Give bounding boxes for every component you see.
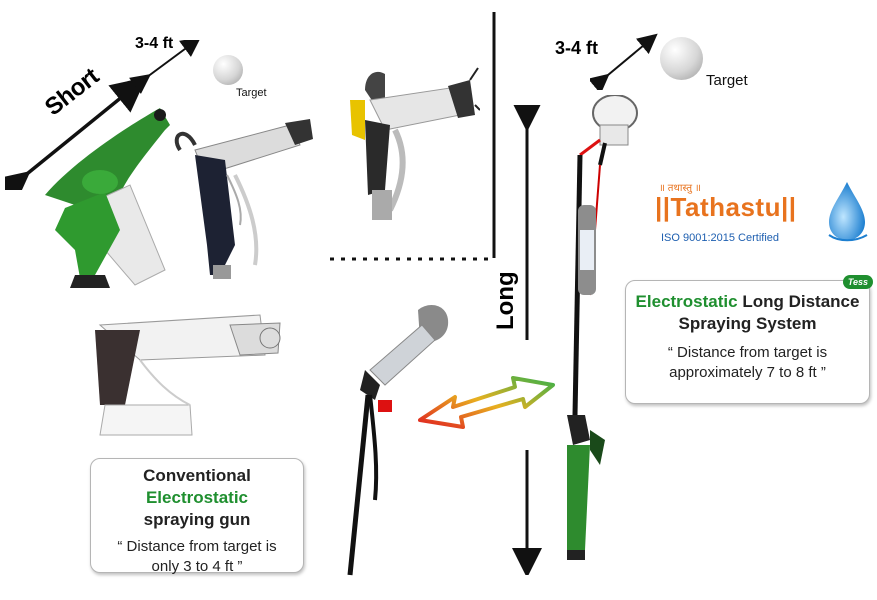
conventional-spray-gun-image (174, 119, 313, 279)
green-handheld-sprayer-image (45, 108, 170, 288)
logo-iso-text: ISO 9001:2015 Certified (661, 232, 780, 244)
conventional-gun-title: Conventional Electrostatic (91, 465, 303, 509)
title-long-distance: Long Distance (742, 292, 860, 311)
tess-badge: Tess (842, 275, 873, 289)
logo-devanagari: ॥ तथास्तु ॥ (659, 183, 701, 194)
logo-brand-name: ||Tathastu|| (655, 192, 797, 222)
target-label-right: Target (706, 72, 748, 89)
title-conventional: Conventional (143, 466, 251, 485)
water-drop-icon (828, 182, 868, 242)
long-distance-title: Electrostatic Long Distance (626, 291, 869, 313)
short-distance-arrow (5, 40, 202, 190)
distance-label-right: 3-4 ft (555, 38, 599, 58)
title-electrostatic-right: Electrostatic (635, 292, 738, 311)
long-distance-info-box: Tess Electrostatic Long Distance Sprayin… (625, 275, 873, 404)
target-sphere-right (660, 37, 703, 80)
long-label: Long (492, 271, 519, 330)
comparison-double-arrow (418, 376, 555, 429)
quote-line-1-right: “ Distance from target is (667, 344, 828, 361)
long-distance-arrow (512, 105, 542, 575)
distance-label-left: 3-4 ft (135, 35, 174, 52)
target-label-left: Target (236, 87, 267, 99)
target-sphere-left (213, 55, 243, 85)
quote-line-2: only 3 to 4 ft ” (151, 558, 243, 575)
tathastu-logo: ॥ तथास्तु ॥ ||Tathastu|| ISO 9001:2015 C… (655, 180, 870, 250)
conventional-gun-info-box: Conventional Electrostatic spraying gun … (90, 458, 304, 575)
title-spraying-gun: spraying gun (143, 510, 251, 529)
white-handheld-sprayer-image (95, 314, 281, 436)
long-distance-wand-lower-image (347, 305, 449, 576)
long-distance-wand-image (567, 95, 638, 560)
quote-line-1: “ Distance from target is (117, 538, 277, 555)
right-distance-arrow (590, 33, 658, 90)
electrostatic-gun-top-image (350, 67, 480, 220)
quote-line-2-right: approximately 7 to 8 ft ” (669, 364, 826, 381)
title-electrostatic: Electrostatic (145, 488, 249, 507)
title-spraying-system: Spraying System (678, 314, 817, 333)
